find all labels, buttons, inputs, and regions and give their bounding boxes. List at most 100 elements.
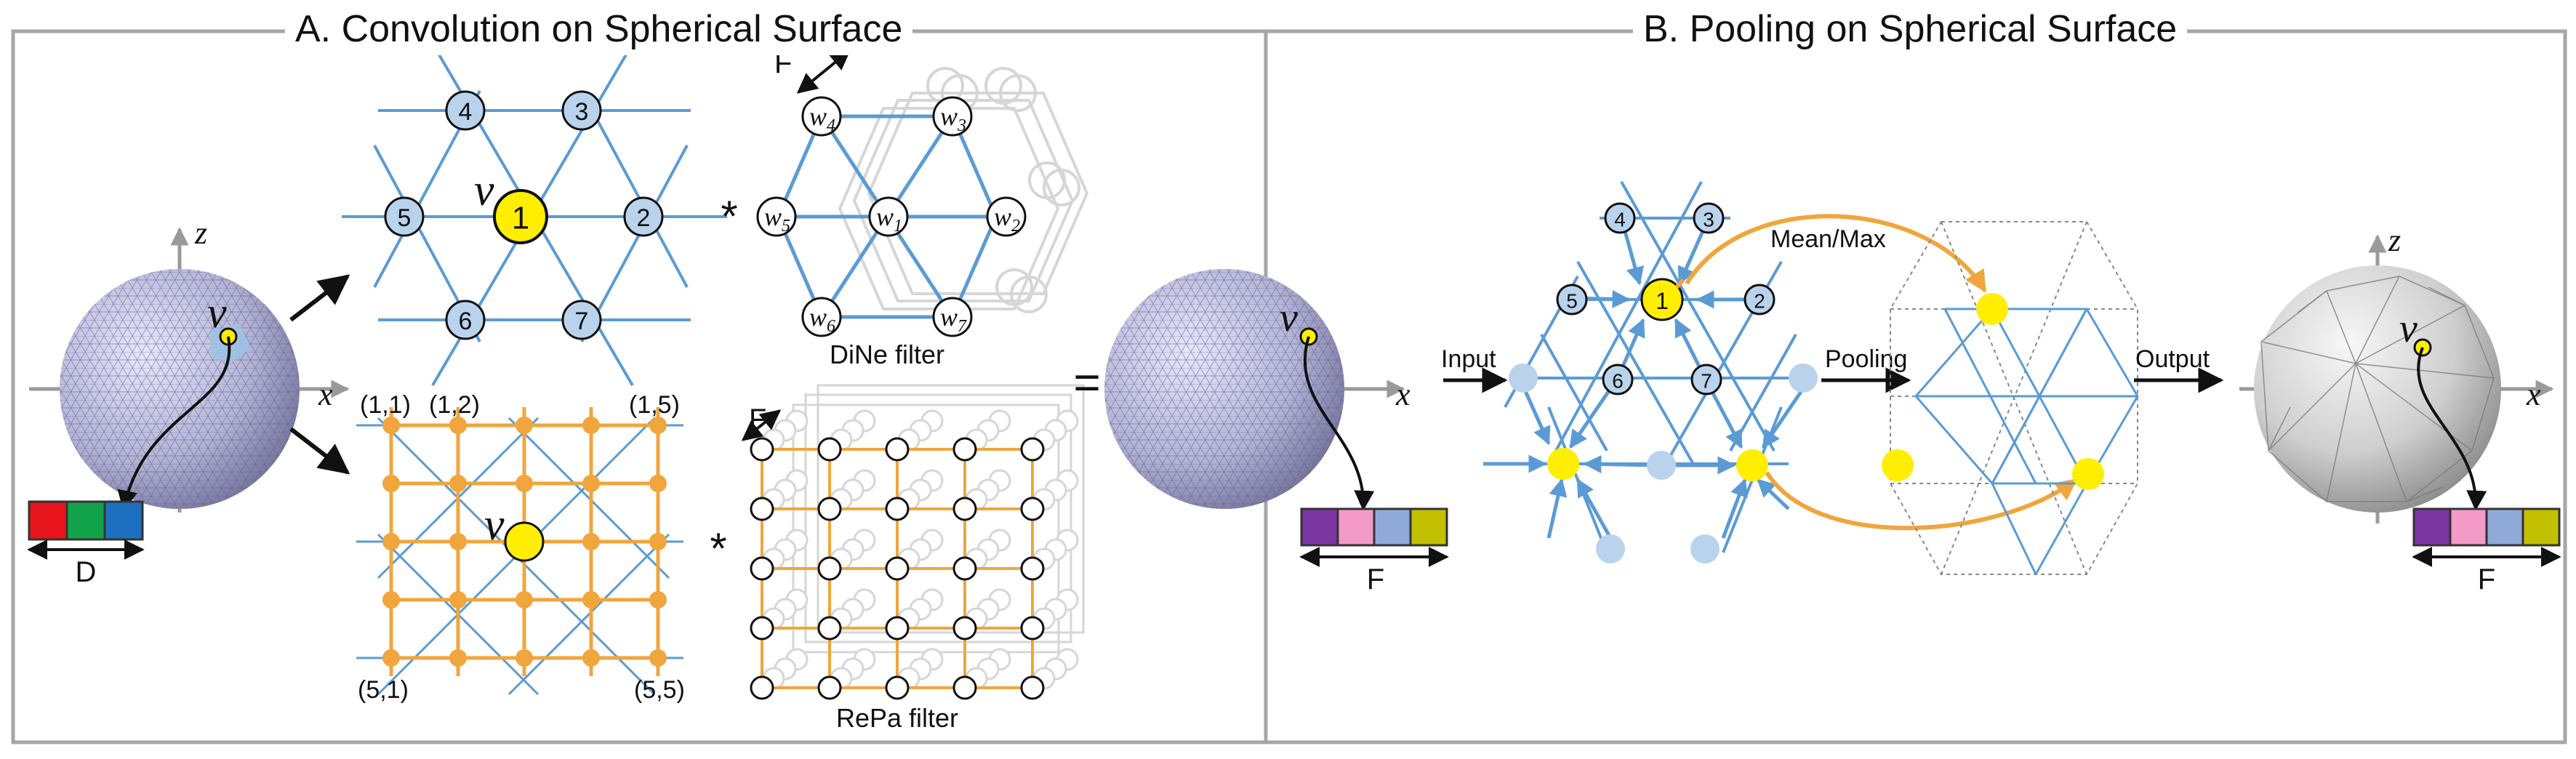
x-axis-label: x — [318, 377, 333, 412]
repa-filter-node — [1020, 616, 1045, 640]
repa-grid-node — [449, 417, 467, 434]
repa-grid-node — [449, 649, 467, 667]
repa-filter-node — [952, 675, 977, 700]
repa-corner-5-1: (5,1) — [358, 676, 409, 704]
weight-w6: w6 — [809, 302, 835, 336]
repa-filter-node — [1020, 437, 1045, 462]
conv-output-vertex: v — [1280, 295, 1298, 340]
weight-w1: w1 — [876, 202, 902, 236]
repa-grid-node — [449, 591, 467, 609]
repa-filter-node — [1020, 675, 1045, 700]
repa-grid-node — [515, 649, 533, 667]
repa-filter-node — [885, 556, 910, 581]
dine-neighbor-3: 3 — [575, 98, 589, 126]
conv-output-feature-vector — [1299, 507, 1449, 567]
repa-grid-node — [382, 591, 400, 609]
pool-node-3: 3 — [1703, 209, 1714, 231]
repa-filter-node — [750, 556, 774, 581]
input-feature-vector — [27, 500, 145, 560]
dine-center-label: 1 — [512, 201, 529, 236]
repa-grid-node — [649, 591, 667, 609]
weight-w4: w4 — [809, 102, 835, 135]
dine-neighbor-6: 6 — [459, 308, 473, 335]
mean-max-label: Mean/Max — [1770, 225, 1886, 253]
dine-filter-label: DiNe filter — [830, 340, 944, 369]
repa-grid-node — [649, 475, 667, 492]
input-dim-label: D — [76, 556, 97, 588]
dine-nodes — [384, 90, 664, 340]
repa-corner-5-5: (5,5) — [634, 676, 685, 704]
conv-output-x-label: x — [1395, 377, 1411, 412]
repa-filter-node — [817, 556, 842, 581]
pool-node-4: 4 — [1614, 209, 1626, 231]
repa-filter-node — [817, 675, 842, 700]
weight-w5: w5 — [764, 202, 790, 236]
repa-grid-node — [649, 649, 667, 667]
out-vertex-label: v — [2399, 306, 2417, 351]
panel-b-title: B. Pooling on Spherical Surface — [1633, 3, 2188, 55]
repa-grid-node — [582, 417, 600, 434]
pool-node-1: 1 — [1656, 288, 1669, 314]
pool-node-6: 6 — [1612, 370, 1624, 393]
conv-output-dim-label: F — [1367, 563, 1384, 595]
repa-filter-node — [1020, 497, 1045, 521]
repa-grid-node — [515, 417, 533, 434]
repa-corner-1-2: (1,2) — [429, 391, 480, 419]
repa-filter-node — [885, 437, 910, 462]
input-label: Input — [1441, 345, 1496, 373]
conv-operator-repa: * — [710, 524, 726, 573]
pool-node-2: 2 — [1754, 290, 1765, 313]
repa-filter-node — [750, 437, 774, 462]
dine-filter — [756, 49, 1089, 337]
repa-grid-node — [582, 591, 600, 609]
pooled-output-dim-label: F — [2478, 563, 2495, 595]
repa-corner-1-5: (1,5) — [629, 391, 680, 419]
conv-output-sphere — [1104, 269, 1405, 511]
repa-filter-node — [952, 437, 977, 462]
dine-neighbor-4: 4 — [459, 98, 473, 126]
arrow-to-dine — [289, 274, 350, 322]
repa-filter-node — [817, 497, 842, 521]
repa-filter-node — [817, 437, 842, 462]
pooling-input-graph — [1504, 181, 1803, 553]
panel-a-title: A. Convolution on Spherical Surface — [285, 3, 913, 55]
repa-grid-node — [382, 475, 400, 492]
pooled-output-feature-vector — [2412, 507, 2561, 567]
vertex-label: v — [207, 289, 227, 337]
repa-filter-node — [952, 556, 977, 581]
repa-filter-node — [1020, 556, 1045, 581]
repa-grid-node — [582, 649, 600, 667]
repa-filter-node — [885, 616, 910, 640]
dine-neighbor-2: 2 — [637, 204, 651, 232]
repa-filter-node — [817, 616, 842, 640]
repa-grid-node — [382, 649, 400, 667]
pool-node-5: 5 — [1566, 290, 1578, 313]
repa-grid-node — [582, 475, 600, 492]
repa-neighborhood — [356, 407, 683, 696]
weight-w7: w7 — [940, 302, 967, 336]
dine-vertex-label: v — [474, 166, 494, 215]
output-label: Output — [2135, 345, 2210, 373]
pooling-nodes — [1509, 202, 1818, 563]
repa-filter-label: RePa filter — [836, 703, 958, 733]
repa-grid-node — [449, 533, 467, 550]
pooling-curves — [1674, 214, 2078, 531]
repa-corner-1-1: (1,1) — [360, 391, 411, 419]
pool-node-7: 7 — [1701, 370, 1712, 393]
repa-filter — [741, 384, 1085, 700]
conv-operator-dine: * — [721, 192, 737, 241]
pooled-output-sphere — [2239, 234, 2554, 523]
equals-operator: = — [1073, 356, 1100, 409]
input-sphere — [29, 227, 350, 513]
repa-grid-node — [649, 417, 667, 434]
repa-filter-node — [952, 497, 977, 521]
repa-filter-node — [750, 616, 774, 640]
dine-neighbor-7: 7 — [575, 308, 589, 335]
dine-weights: w1 w2 w3 w4 w5 w6 w7 — [764, 102, 1020, 336]
repa-filter-node — [885, 675, 910, 700]
repa-grid-node — [582, 533, 600, 550]
repa-filter-node — [952, 616, 977, 640]
repa-grid-node — [449, 475, 467, 492]
